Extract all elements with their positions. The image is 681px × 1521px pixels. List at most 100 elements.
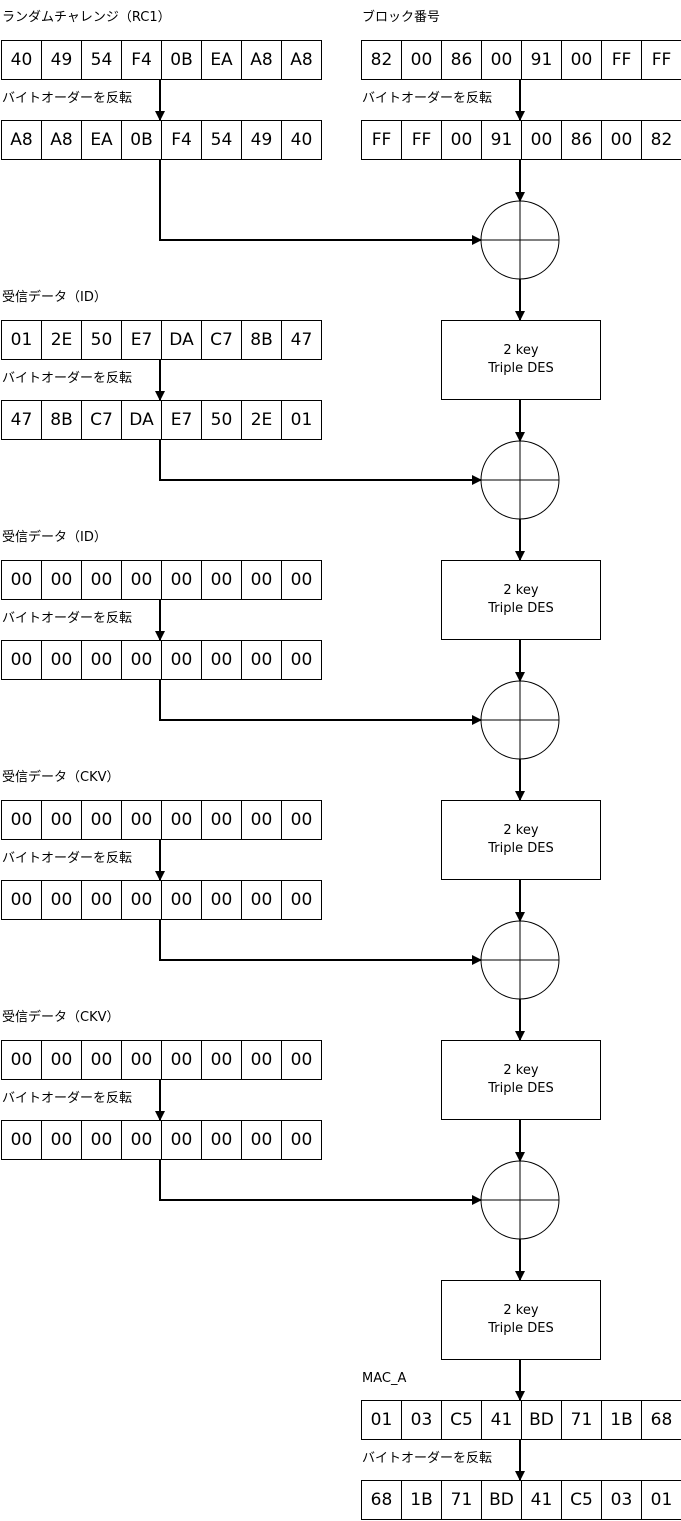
byte-cell: 00 <box>41 1120 82 1160</box>
byte-cell: 68 <box>361 1480 402 1520</box>
byte-cell: 00 <box>401 40 442 80</box>
byte-cell: C5 <box>561 1480 602 1520</box>
byte-cell: 47 <box>1 400 42 440</box>
byte-cell: 00 <box>241 1040 282 1080</box>
mac-title: MAC_A <box>362 1371 407 1386</box>
byte-cell: 00 <box>81 1120 122 1160</box>
reverse-byte-order-label: バイトオーダーを反転 <box>362 91 493 106</box>
xor-symbol-2 <box>480 440 560 520</box>
byte-cell: 00 <box>41 560 82 600</box>
byte-cell: BD <box>481 1480 522 1520</box>
byte-cell: 00 <box>121 880 162 920</box>
byte-cell: 00 <box>601 120 642 160</box>
byte-cell: 86 <box>561 120 602 160</box>
byte-cell: 00 <box>81 640 122 680</box>
byte-cell: 00 <box>281 1040 322 1080</box>
byte-cell: 00 <box>1 560 42 600</box>
byte-cell: A8 <box>41 120 82 160</box>
byte-cell: 8B <box>41 400 82 440</box>
byte-cell: 01 <box>641 1480 681 1520</box>
byte-cell: 71 <box>561 1400 602 1440</box>
byte-cell: 00 <box>241 1120 282 1160</box>
byte-cell: 82 <box>641 120 681 160</box>
xor-input-arrow <box>159 440 482 485</box>
byte-cell: 00 <box>161 880 202 920</box>
byte-cell: 00 <box>281 1120 322 1160</box>
byte-cell: 00 <box>161 1120 202 1160</box>
byte-cell: EA <box>201 40 242 80</box>
byte-cell: A8 <box>241 40 282 80</box>
byte-cell: 00 <box>121 1120 162 1160</box>
byte-cell: A8 <box>281 40 322 80</box>
byte-cell: E7 <box>121 320 162 360</box>
byte-cell: 01 <box>281 400 322 440</box>
xor-input-arrow <box>159 920 482 965</box>
byte-cell: 00 <box>241 800 282 840</box>
triple-des-block-4: 2 key Triple DES <box>441 1040 601 1120</box>
byte-cell: 00 <box>201 1120 242 1160</box>
byte-cell: 00 <box>481 40 522 80</box>
byte-cell: 00 <box>1 640 42 680</box>
byte-cell: 00 <box>201 560 242 600</box>
byte-cell: EA <box>81 120 122 160</box>
xor-symbol-3 <box>480 680 560 760</box>
reverse-byte-order-label: バイトオーダーを反転 <box>2 91 133 106</box>
byte-cell: 00 <box>121 1040 162 1080</box>
byte-cell: 00 <box>201 880 242 920</box>
triple-des-label: 2 key Triple DES <box>488 1303 554 1336</box>
byte-cell: 82 <box>361 40 402 80</box>
reverse-byte-order-label: バイトオーダーを反転 <box>2 611 133 626</box>
byte-cell: 00 <box>201 1040 242 1080</box>
byte-cell: 00 <box>81 880 122 920</box>
byte-cell: 00 <box>121 560 162 600</box>
byte-cell: 00 <box>201 640 242 680</box>
byte-cell: A8 <box>1 120 42 160</box>
triple-des-label: 2 key Triple DES <box>488 343 554 376</box>
input-block-title: 受信データ（CKV） <box>2 770 120 785</box>
byte-cell: 91 <box>521 40 562 80</box>
byte-cell: 00 <box>1 880 42 920</box>
byte-cell: FF <box>401 120 442 160</box>
reverse-byte-order-label: バイトオーダーを反転 <box>2 1091 133 1106</box>
byte-cell: DA <box>121 400 162 440</box>
byte-cell: 00 <box>41 640 82 680</box>
byte-cell: 01 <box>1 320 42 360</box>
byte-cell: 54 <box>201 120 242 160</box>
byte-cell: 2E <box>241 400 282 440</box>
byte-cell: 00 <box>81 560 122 600</box>
byte-cell: 00 <box>281 800 322 840</box>
byte-cell: 40 <box>281 120 322 160</box>
byte-cell: 03 <box>401 1400 442 1440</box>
byte-cell: 91 <box>481 120 522 160</box>
byte-cell: 00 <box>561 40 602 80</box>
byte-cell: 00 <box>281 640 322 680</box>
triple-des-label: 2 key Triple DES <box>488 1063 554 1096</box>
byte-cell: 00 <box>81 1040 122 1080</box>
byte-cell: 00 <box>241 640 282 680</box>
byte-cell: FF <box>601 40 642 80</box>
byte-cell: 49 <box>241 120 282 160</box>
byte-cell: 41 <box>481 1400 522 1440</box>
byte-cell: FF <box>361 120 402 160</box>
triple-des-block-2: 2 key Triple DES <box>441 560 601 640</box>
xor-symbol-5 <box>480 1160 560 1240</box>
xor-symbol-4 <box>480 920 560 1000</box>
byte-cell: F4 <box>161 120 202 160</box>
byte-cell: 00 <box>1 800 42 840</box>
byte-cell: 41 <box>521 1480 562 1520</box>
byte-cell: 00 <box>41 800 82 840</box>
block-number-title: ブロック番号 <box>362 10 441 25</box>
byte-cell: BD <box>521 1400 562 1440</box>
byte-cell: 49 <box>41 40 82 80</box>
byte-cell: 00 <box>41 1040 82 1080</box>
triple-des-label: 2 key Triple DES <box>488 583 554 616</box>
